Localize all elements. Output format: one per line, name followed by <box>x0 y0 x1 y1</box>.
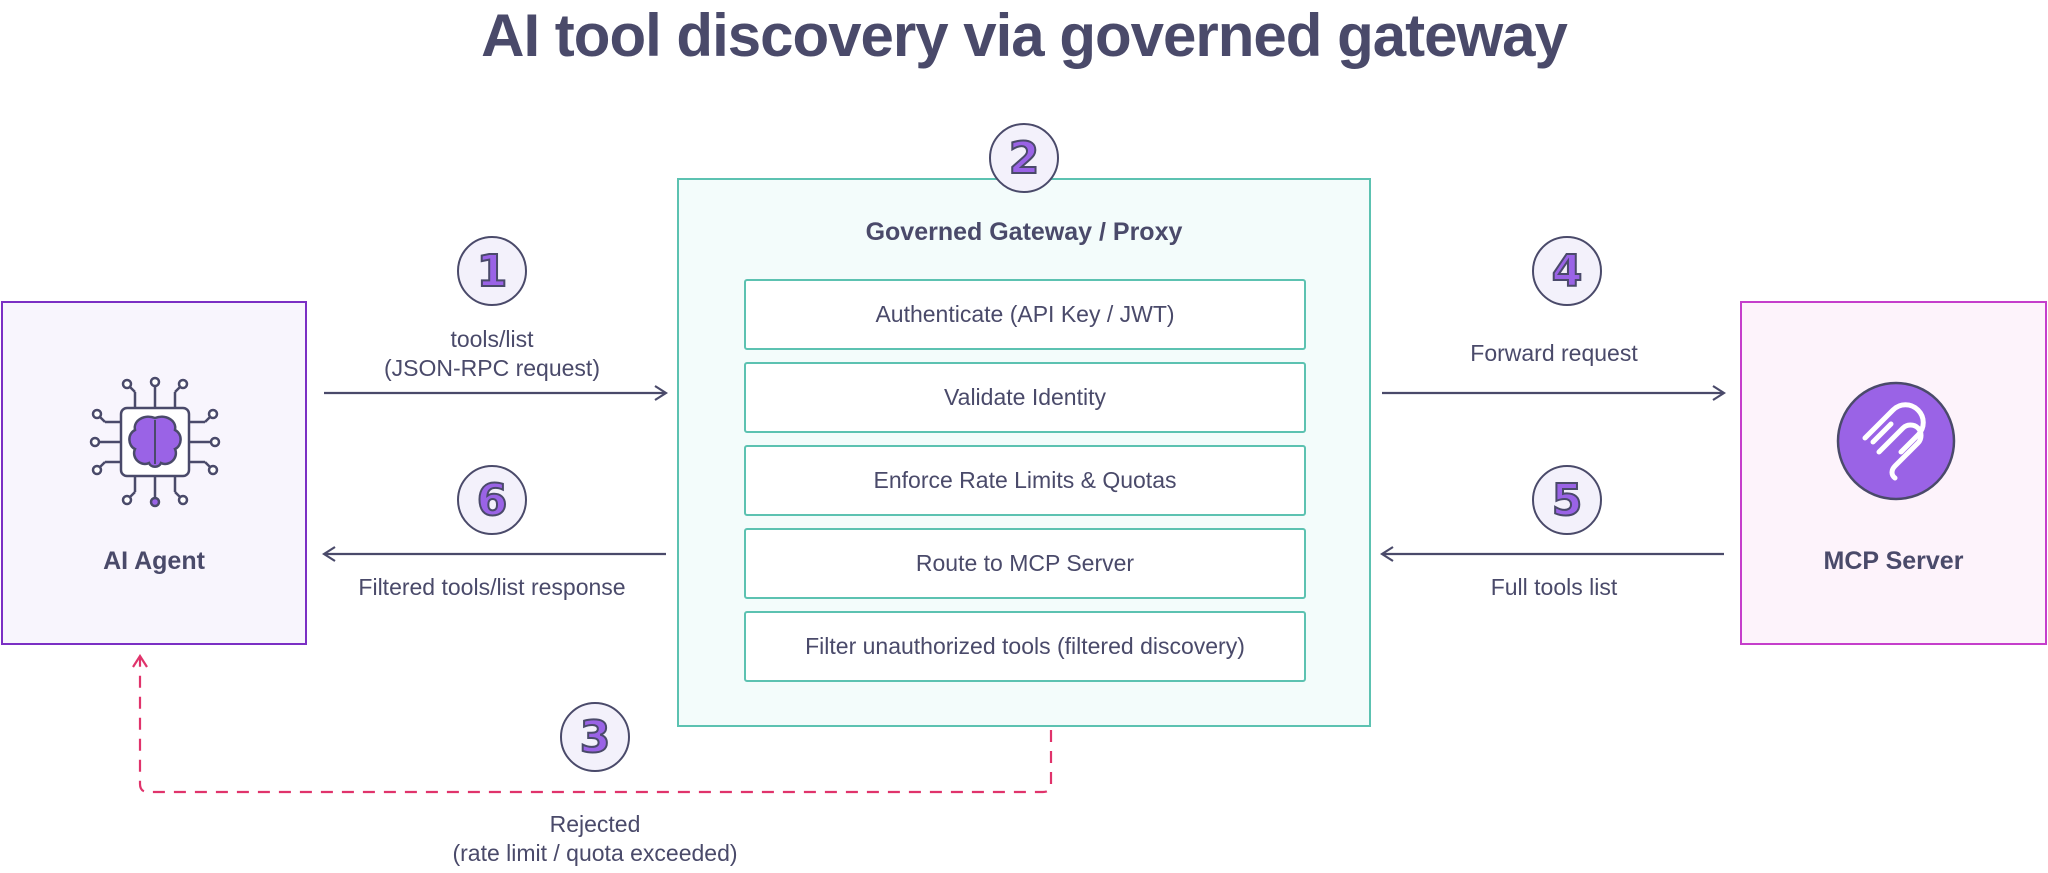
mcp-server-node: MCP Server <box>1740 301 2047 645</box>
step-badge-4: 4 <box>1532 236 1602 306</box>
arrow-rejected <box>140 656 1053 794</box>
gateway-title: Governed Gateway / Proxy <box>865 218 1183 246</box>
edge-label-forward: Forward request <box>1470 340 1638 366</box>
gateway-step-rate-limits: Enforce Rate Limits & Quotas <box>744 445 1306 516</box>
gateway-step-authenticate: Authenticate (API Key / JWT) <box>744 279 1306 350</box>
step-badge-3: 3 <box>560 702 630 772</box>
edge-label-rejected: Rejected (rate limit / quota exceeded) <box>452 811 738 866</box>
edge-label-request: tools/list (JSON-RPC request) <box>384 326 600 381</box>
gateway-step-validate: Validate Identity <box>744 362 1306 433</box>
ai-agent-node: AI Agent <box>1 301 307 645</box>
page-title: AI tool discovery via governed gateway <box>481 2 1568 69</box>
step-badge-2: 2 <box>989 123 1059 193</box>
step-badge-5: 5 <box>1532 465 1602 535</box>
step-badge-6: 6 <box>457 465 527 535</box>
step-badge-1: 1 <box>457 236 527 306</box>
mcp-server-label: MCP Server <box>1823 547 1964 575</box>
brain-chip-icon <box>85 372 225 517</box>
gateway-step-route: Route to MCP Server <box>744 528 1306 599</box>
mcp-logo-icon <box>1835 380 1957 507</box>
gateway-step-filter: Filter unauthorized tools (filtered disc… <box>744 611 1306 682</box>
edge-label-filtered: Filtered tools/list response <box>358 574 626 600</box>
ai-agent-label: AI Agent <box>103 547 205 575</box>
edge-label-full-list: Full tools list <box>1490 574 1618 600</box>
gateway-node: Governed Gateway / Proxy Authenticate (A… <box>677 178 1371 727</box>
